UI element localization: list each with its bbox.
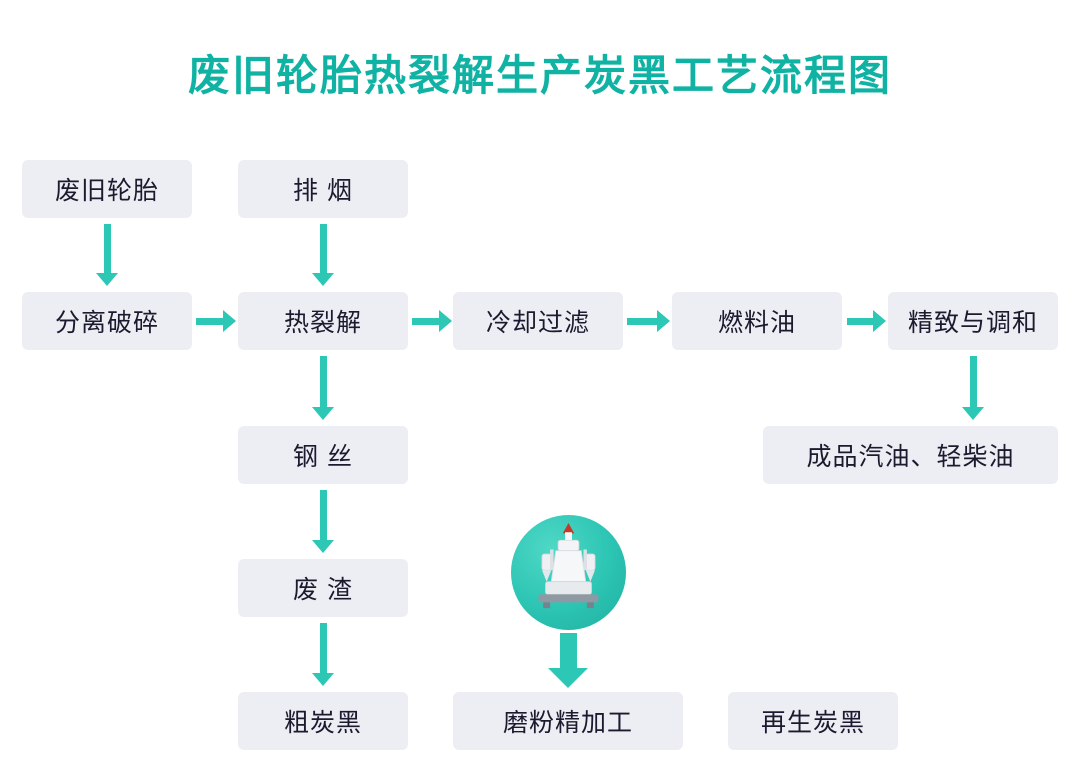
arrow-stem	[319, 623, 327, 673]
node-regenerated-carbon-black: 再生炭黑	[728, 692, 898, 750]
arrow-head	[312, 273, 334, 286]
arrow-right-icon	[627, 310, 670, 332]
arrow-head	[873, 310, 886, 332]
arrow-down-icon	[312, 623, 334, 686]
arrow-down-big-icon	[548, 633, 588, 688]
node-pyrolysis: 热裂解	[238, 292, 408, 350]
node-smoke-exhaust: 排 烟	[238, 160, 408, 218]
arrow-down-icon	[312, 490, 334, 553]
node-cooling-filter: 冷却过滤	[453, 292, 623, 350]
arrow-stem	[319, 356, 327, 407]
arrow-head	[223, 310, 236, 332]
arrow-head	[548, 668, 588, 688]
arrow-right-icon	[196, 310, 236, 332]
arrow-right-icon	[847, 310, 886, 332]
page-title: 废旧轮胎热裂解生产炭黑工艺流程图	[187, 52, 892, 99]
arrow-stem	[969, 356, 977, 407]
node-grinding-process: 磨粉精加工	[453, 692, 683, 750]
node-coarse-carbon-black: 粗炭黑	[238, 692, 408, 750]
node-waste-residue: 废 渣	[238, 559, 408, 617]
arrow-stem	[627, 317, 657, 325]
node-separate-crush: 分离破碎	[22, 292, 192, 350]
arrow-stem	[196, 317, 223, 325]
node-fuel-oil: 燃料油	[672, 292, 842, 350]
arrow-down-icon	[312, 224, 334, 286]
node-steel-wire: 钢 丝	[238, 426, 408, 484]
arrow-down-icon	[962, 356, 984, 420]
arrow-head	[312, 540, 334, 553]
arrow-head	[96, 273, 118, 286]
arrow-stem	[319, 490, 327, 540]
arrow-head	[439, 310, 452, 332]
node-refine-blend: 精致与调和	[888, 292, 1058, 350]
grinding-mill-image	[511, 515, 626, 630]
arrow-down-icon	[312, 356, 334, 420]
grinding-mill-icon	[538, 523, 599, 609]
arrow-stem	[847, 317, 873, 325]
arrow-head	[962, 407, 984, 420]
arrow-stem	[319, 224, 327, 273]
arrow-stem	[103, 224, 111, 273]
arrow-head	[312, 407, 334, 420]
arrow-down-icon	[96, 224, 118, 286]
node-finished-oil: 成品汽油、轻柴油	[763, 426, 1058, 484]
arrow-head	[312, 673, 334, 686]
arrow-head	[657, 310, 670, 332]
node-waste-tire: 废旧轮胎	[22, 160, 192, 218]
arrow-right-icon	[412, 310, 452, 332]
arrow-stem	[559, 633, 577, 668]
arrow-stem	[412, 317, 439, 325]
